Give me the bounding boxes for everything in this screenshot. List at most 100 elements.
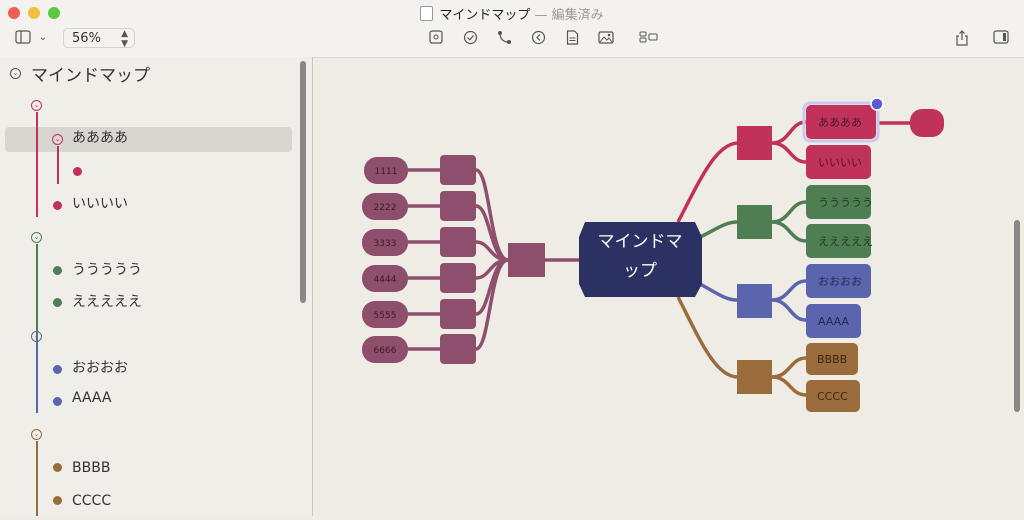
central-topic-node[interactable]: マインドマ ップ [579,222,702,297]
selection-outline [802,101,880,143]
topic-node-label: ああああ [818,116,862,129]
subtopic-node[interactable] [440,227,476,257]
topic-node[interactable]: ううううう [806,185,873,219]
image-icon[interactable] [598,30,614,46]
central-topic-label: ップ [623,261,657,281]
topic-node-label: おおおお [818,275,862,288]
layout-icon[interactable] [638,30,658,46]
topic-node[interactable]: BBBB [806,343,858,375]
topic-node-label: 4444 [374,275,397,285]
topic-node[interactable]: おおおお [806,264,871,298]
outline-bullet [53,298,62,307]
central-topic-label: マインドマ [598,232,683,252]
selected-row-highlight [5,127,292,152]
outline-branch-line [36,441,38,516]
topic-node[interactable]: 2222 [362,193,408,220]
subtopic-node[interactable] [440,263,476,293]
outline-bullet [53,397,62,406]
minimize-window-button[interactable] [28,7,40,19]
topic-node-label: BBBB [817,353,847,366]
chevron-down-icon[interactable]: ⌄ [38,32,48,43]
subtopic-node[interactable] [440,191,476,221]
topic-node[interactable]: 6666 [362,336,408,363]
subtopic-node[interactable] [440,299,476,329]
document-icon [420,6,434,21]
stepper-icon: ▲▼ [121,29,128,49]
title-bar: マインドマップ— 編集済み ⌄ 56% ▲▼ [0,0,1024,58]
outline-item[interactable]: いいいい [72,196,128,212]
topic-node-selected[interactable]: ああああ [802,97,884,143]
topic-node-label: 2222 [374,203,397,213]
outline-item[interactable]: えええええ [72,294,142,310]
canvas-scrollbar[interactable] [1014,220,1020,412]
subtopic-node[interactable] [737,205,772,239]
outline-bullet [53,266,62,275]
chevron-down-icon[interactable]: ⌄ [31,331,42,342]
close-window-button[interactable] [8,7,20,19]
chevron-down-icon[interactable]: ⌄ [10,68,21,79]
outline-item[interactable]: BBBB [72,460,111,476]
sidebar-scrollbar[interactable] [300,61,306,303]
outline-bullet [53,201,62,210]
chevron-down-icon[interactable]: ⌄ [31,232,42,243]
topic-node-label: 5555 [374,311,397,321]
outline-item[interactable]: おおおお [72,360,128,376]
topic-node[interactable]: 5555 [362,301,408,328]
empty-topic-node[interactable] [910,109,944,137]
topic-node-shape [806,105,876,139]
window-title: マインドマップ— 編集済み [0,4,1024,23]
topic-node-label: 6666 [374,346,397,356]
note-icon[interactable] [564,30,580,46]
outline-branch-line [36,343,38,413]
outline-item[interactable]: ああああ [72,130,128,146]
topic-node-label: いいいい [818,156,862,169]
chevron-down-icon[interactable]: ⌄ [52,134,63,145]
topic-node[interactable]: 1111 [364,157,408,184]
topic-node[interactable]: えええええ [806,224,873,258]
selection-handle[interactable] [870,97,884,111]
fit-icon[interactable] [428,30,444,46]
outline-branch-line [57,146,59,184]
subtopic-node[interactable] [737,126,772,160]
connect-icon[interactable] [496,30,512,46]
mind-map: マインドマ ップ ああああ いいいい ううううう えええええ [362,97,944,412]
subtopic-node[interactable] [508,243,545,277]
topic-node-label: AAAA [818,315,849,328]
inspector-icon[interactable] [993,30,1009,46]
mind-map-canvas[interactable]: マインドマ ップ ああああ いいいい ううううう えええええ [313,57,1024,516]
topic-node[interactable]: 3333 [362,229,408,256]
share-icon[interactable] [954,30,970,46]
outline-sidebar: ⌄ マインドマップ ⌄ ⌄ ああああ いいいい ⌄ ううううう えええええ ⌄ … [0,57,313,516]
connector-lines [407,120,910,397]
zoom-selector[interactable]: 56% ▲▼ [63,28,135,49]
subtopic-node[interactable] [440,334,476,364]
outline-bullet [73,167,82,176]
topic-node-label: ううううう [818,196,873,209]
back-icon[interactable] [530,30,546,46]
sidebar-icon[interactable] [15,30,31,46]
outline-root-title[interactable]: マインドマップ [31,66,150,86]
outline-item[interactable]: ううううう [72,262,142,278]
outline-branch-line [36,244,38,344]
chevron-down-icon[interactable]: ⌄ [31,100,42,111]
outline-item[interactable]: AAAA [72,390,112,406]
subtopic-node[interactable] [737,360,772,394]
outline-item[interactable]: CCCC [72,493,112,509]
topic-node[interactable]: AAAA [806,304,861,338]
topic-node-label: 1111 [375,167,398,177]
topic-node[interactable]: 4444 [362,265,408,292]
chevron-down-icon[interactable]: ⌄ [31,429,42,440]
zoom-window-button[interactable] [48,7,60,19]
topic-node[interactable]: いいいい [806,145,871,179]
topic-node[interactable]: CCCC [806,380,860,412]
outline-bullet [53,463,62,472]
outline-bullet [53,365,62,374]
subtopic-node[interactable] [737,284,772,318]
subtopic-node[interactable] [440,155,476,185]
check-icon[interactable] [462,30,478,46]
topic-node-label: えええええ [818,235,873,248]
outline-branch-line [36,112,38,217]
outline-bullet [53,496,62,505]
topic-node-label: CCCC [817,390,848,403]
topic-node-label: 3333 [374,239,397,249]
